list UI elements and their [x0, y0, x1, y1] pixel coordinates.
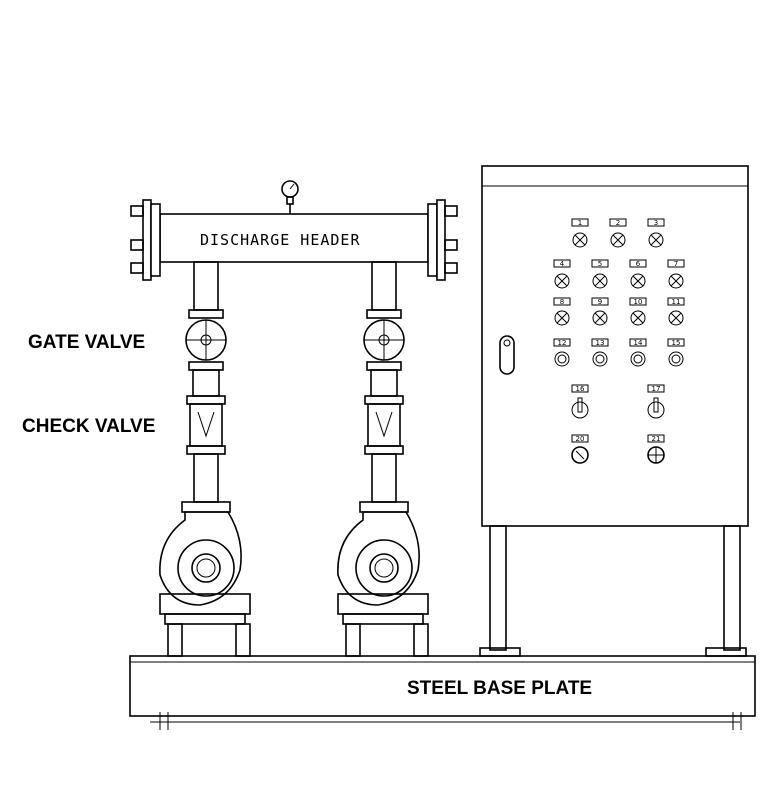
selector-switch-icon[interactable] — [571, 397, 589, 419]
device-tag: 3 — [647, 218, 665, 227]
gate-valve-label: GATE VALVE — [28, 332, 145, 353]
device-tag-label: 8 — [560, 298, 564, 306]
pump-train-2 — [337, 261, 429, 657]
indicator-lamp-icon — [610, 232, 626, 248]
device-tag: 5 — [591, 259, 609, 268]
indicator-lamp-icon — [554, 273, 570, 289]
device-tag-label: 17 — [652, 385, 661, 393]
device-tag: 15 — [667, 338, 685, 347]
device-tag: 9 — [591, 297, 609, 306]
device-tag: 14 — [629, 338, 647, 347]
pressure-gauge-icon — [281, 180, 299, 214]
indicator-lamp-icon — [592, 273, 608, 289]
check-valve-body — [367, 403, 401, 447]
device-tag: 6 — [629, 259, 647, 268]
device-tag-label: 14 — [634, 339, 643, 347]
device-tag-label: 15 — [672, 339, 681, 347]
device-tag-label: 20 — [576, 435, 585, 443]
pump-volute — [159, 511, 242, 606]
check-valve-label: CHECK VALVE — [22, 416, 155, 437]
indicator-lamp-icon — [554, 310, 570, 326]
selector-switch-icon[interactable] — [647, 397, 665, 419]
push-button-icon[interactable] — [668, 351, 684, 367]
emergency-stop-icon[interactable] — [647, 446, 665, 464]
device-tag-label: 10 — [634, 298, 643, 306]
device-tag-label: 4 — [560, 260, 565, 268]
device-tag: 1 — [571, 218, 589, 227]
device-tag-label: 11 — [672, 298, 681, 306]
pump-train-1 — [159, 261, 251, 657]
device-tag: 20 — [571, 434, 589, 443]
device-tag: 13 — [591, 338, 609, 347]
device-tag: 16 — [571, 384, 589, 393]
push-button-icon[interactable] — [630, 351, 646, 367]
indicator-lamp-icon — [648, 232, 664, 248]
device-tag: 8 — [553, 297, 571, 306]
steel-base-plate: STEEL BASE PLATE — [129, 655, 756, 730]
device-tag: 17 — [647, 384, 665, 393]
push-button-icon[interactable] — [554, 351, 570, 367]
check-valve-body — [189, 403, 223, 447]
device-tag-label: 7 — [674, 260, 678, 268]
device-tag: 10 — [629, 297, 647, 306]
indicator-lamp-icon — [592, 310, 608, 326]
indicator-lamp-icon — [630, 310, 646, 326]
device-tag: 4 — [553, 259, 571, 268]
discharge-header: DISCHARGE HEADER — [130, 180, 458, 281]
door-handle-icon — [499, 335, 515, 375]
device-tag-label: 12 — [558, 339, 567, 347]
push-button-icon[interactable] — [592, 351, 608, 367]
device-tag-label: 5 — [598, 260, 602, 268]
device-tag-label: 21 — [652, 435, 661, 443]
device-tag-label: 13 — [596, 339, 605, 347]
device-tag-label: 16 — [576, 385, 585, 393]
indicator-lamp-icon — [572, 232, 588, 248]
indicator-lamp-icon — [630, 273, 646, 289]
device-tag-label: 6 — [636, 260, 641, 268]
device-tag-label: 9 — [598, 298, 602, 306]
device-tag: 12 — [553, 338, 571, 347]
device-tag-label: 3 — [654, 219, 658, 227]
indicator-lamp-icon — [668, 310, 684, 326]
device-tag-label: 2 — [616, 219, 620, 227]
device-tag: 7 — [667, 259, 685, 268]
indicator-lamp-icon — [668, 273, 684, 289]
discharge-header-label: DISCHARGE HEADER — [200, 231, 361, 249]
steel-base-plate-label: STEEL BASE PLATE — [407, 678, 592, 699]
rotary-knob-icon[interactable] — [571, 446, 589, 464]
device-tag: 11 — [667, 297, 685, 306]
device-tag-label: 1 — [578, 219, 582, 227]
device-tag: 21 — [647, 434, 665, 443]
device-tag: 2 — [609, 218, 627, 227]
pump-volute — [337, 511, 420, 606]
